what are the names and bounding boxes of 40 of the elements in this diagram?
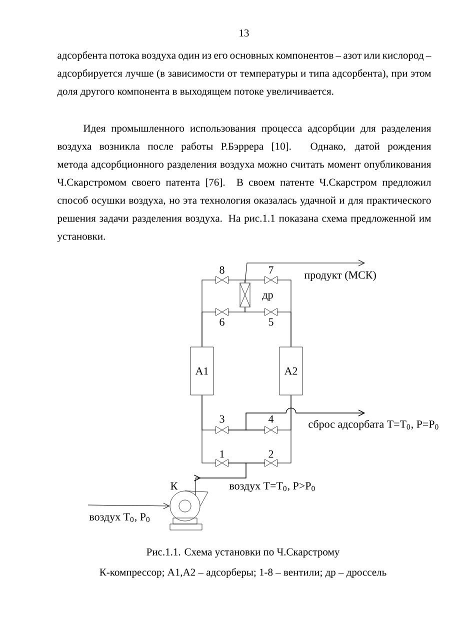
valve-symbol (264, 426, 278, 434)
adsorber-box: А1 (190, 346, 214, 396)
valve-symbol (216, 276, 228, 284)
page-number: 13 (240, 29, 249, 37)
valve-symbol (264, 276, 278, 284)
valve-number: 4 (268, 415, 274, 423)
pipe-line (228, 280, 246, 284)
valve-symbol (216, 459, 228, 467)
valve-symbol (216, 308, 228, 316)
caption: Рис.1.1. Схема установки по Ч.Скарстрому (146, 548, 340, 558)
valve-number: 2 (268, 450, 274, 458)
arrow (88, 502, 170, 510)
pipe-line (202, 312, 216, 348)
pipe-line (244, 280, 266, 284)
pipe-line (244, 306, 266, 312)
caption-text: К-компрессор; А1,А2 – адсорберы; 1-8 – вентили; др – дроссель (100, 568, 386, 578)
component-label: др (262, 293, 273, 301)
paragraph: Идея промышленного использования процесса адсорбции для разделения воздуха возникла после работы Р.Бэррера [10]. Однако, датой рождения метода адсорбционного разделения воздуха можно считать момент опубликования Ч.Скарстромом своего патента [76]. В своем патенте Ч.Скарстром предложил способ осушки воздуха, но эта технология оказалась удачной и для практического решения задачи разделения воздуха. На рис.1.1 показана схема предложенной им установки. (57, 124, 432, 242)
valve-number: 3 (220, 415, 224, 423)
edge-label: воздух T=T$_{0}$, P>P$_{0}$ (228, 481, 317, 493)
valve-number: 1 (220, 450, 224, 458)
valve-symbol (264, 459, 278, 467)
paragraph: адсорбента потока воздуха один из его основных компонентов – азот или кислород – адсорбируется лучше (в зависимости от температуры и типа адсорбента), при этом доля другого компонента в выходящем потоке увеличивается. (57, 51, 432, 97)
adsorber-box: А2 (279, 346, 303, 396)
edge-label: сброс адсорбата T=T$_{0}$, P=P$_{0}$ (307, 418, 440, 432)
component-label: К (170, 482, 178, 490)
pipe-line (276, 394, 292, 464)
valve-symbol (264, 308, 278, 316)
arrow (244, 260, 365, 284)
pipe-line (276, 312, 292, 348)
valve-number: 6 (220, 318, 224, 326)
edge-label: воздух T$_{0}$, P$_{0}$ (88, 512, 152, 524)
edge-label: продукт (МСК) (303, 270, 378, 282)
valve-number: 7 (268, 266, 274, 274)
valve-symbol (216, 426, 228, 434)
pipe-line (202, 394, 216, 464)
valve-number: 5 (268, 318, 274, 326)
valve-number: 8 (220, 266, 224, 274)
compressor (170, 490, 208, 530)
throttle-box (240, 282, 250, 308)
